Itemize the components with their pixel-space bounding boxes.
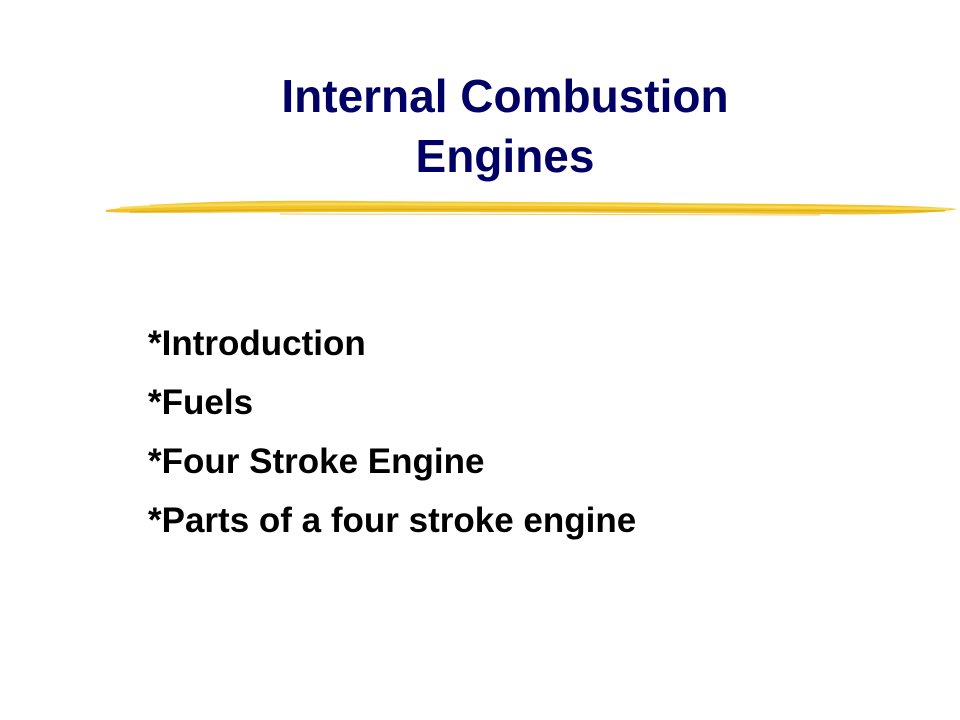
slide-title: Internal Combustion Engines: [120, 66, 890, 186]
list-item: *Introduction: [148, 324, 366, 363]
list-item: *Parts of a four stroke engine: [148, 501, 637, 540]
list-item: *Fuels: [148, 383, 254, 422]
agenda-list: *Introduction *Fuels *Four Stroke Engine…: [148, 314, 636, 550]
slide-title-line-1: Internal Combustion: [281, 70, 729, 122]
slide-title-line-2: Engines: [415, 130, 595, 182]
list-item: *Four Stroke Engine: [148, 442, 485, 481]
title-underline-brushstroke: [106, 200, 958, 216]
